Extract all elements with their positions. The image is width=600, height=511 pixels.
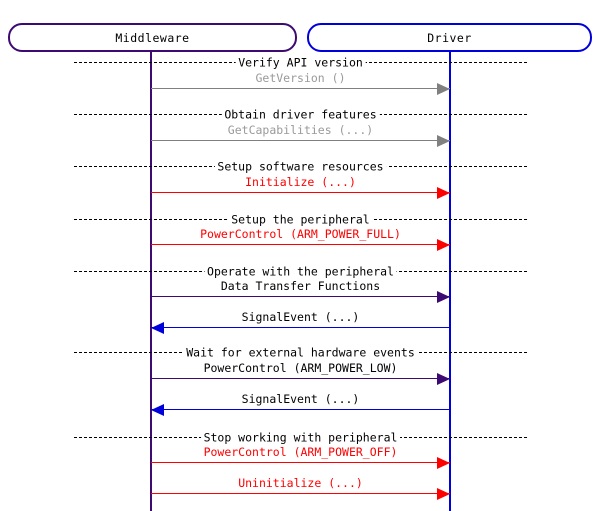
message-arrow-head (437, 187, 450, 199)
group-caption: Wait for external hardware events (183, 346, 418, 360)
message-label: Data Transfer Functions (220, 279, 381, 293)
message-arrow-head (437, 291, 450, 303)
message-arrow-line (151, 244, 450, 245)
group-caption: Setup software resources (214, 160, 387, 174)
message-arrow-head (151, 404, 164, 416)
message-arrow-head (437, 457, 450, 469)
message-arrow-line (151, 296, 450, 297)
message-arrow-line (151, 327, 450, 328)
message-arrow-line (151, 88, 450, 89)
message-label: PowerControl (ARM_POWER_OFF) (203, 445, 398, 459)
actor-box-middleware[interactable]: Middleware (8, 23, 297, 52)
message-arrow-line (151, 378, 450, 379)
message-label: SignalEvent (...) (241, 392, 360, 406)
message-label: SignalEvent (...) (241, 310, 360, 324)
message-arrow-line (151, 462, 450, 463)
message-label: GetVersion () (255, 71, 346, 85)
group-caption: Obtain driver features (221, 108, 380, 122)
actor-label-middleware: Middleware (115, 30, 190, 45)
message-label: PowerControl (ARM_POWER_FULL) (200, 227, 401, 241)
group-caption: Verify API version (235, 56, 366, 70)
group-caption: Stop working with peripheral (200, 431, 401, 445)
message-arrow-line (151, 409, 450, 410)
message-arrow-head (437, 488, 450, 500)
message-arrow-line (151, 140, 450, 141)
message-arrow-head (437, 83, 450, 95)
message-label: PowerControl (ARM_POWER_LOW) (203, 361, 398, 375)
message-arrow-head (437, 239, 450, 251)
actor-box-driver[interactable]: Driver (307, 23, 592, 52)
message-arrow-line (151, 493, 450, 494)
message-arrow-head (437, 135, 450, 147)
group-caption: Setup the peripheral (228, 213, 373, 227)
message-label: Initialize (...) (245, 175, 356, 189)
message-label: Uninitialize (...) (238, 476, 363, 490)
message-arrow-head (437, 373, 450, 385)
lifeline-driver (449, 52, 451, 511)
actor-label-driver: Driver (427, 30, 472, 45)
message-label: GetCapabilities (...) (227, 123, 374, 137)
message-arrow-head (151, 322, 164, 334)
message-arrow-line (151, 192, 450, 193)
group-caption: Operate with the peripheral (204, 265, 397, 279)
lifeline-middleware (150, 52, 152, 511)
